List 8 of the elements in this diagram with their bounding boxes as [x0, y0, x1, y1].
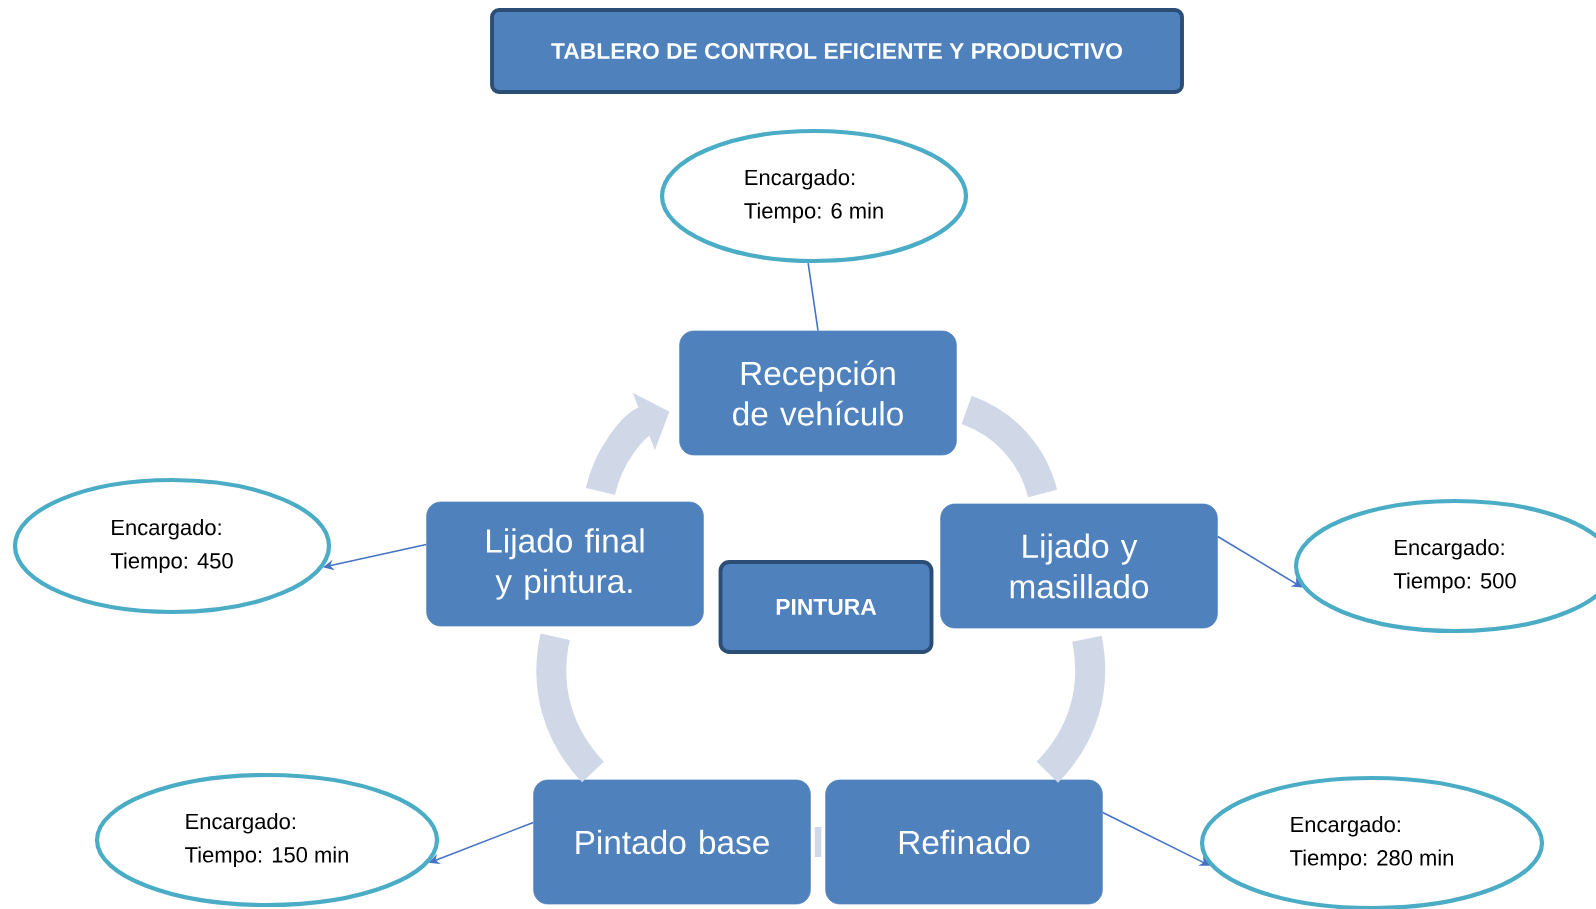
process-box: Lijado y masillado — [940, 503, 1218, 629]
process-box: Pintado base — [533, 779, 811, 905]
center-box: PINTURA — [718, 560, 934, 654]
title-box: TABLERO DE CONTROL EFICIENTE Y PRODUCTIVO — [490, 8, 1184, 94]
process-box: Refinado — [825, 779, 1103, 905]
process-box: Recepción de vehículo — [679, 330, 957, 456]
process-box: Lijado final y pintura. — [426, 501, 704, 627]
leader-line — [807, 262, 819, 332]
